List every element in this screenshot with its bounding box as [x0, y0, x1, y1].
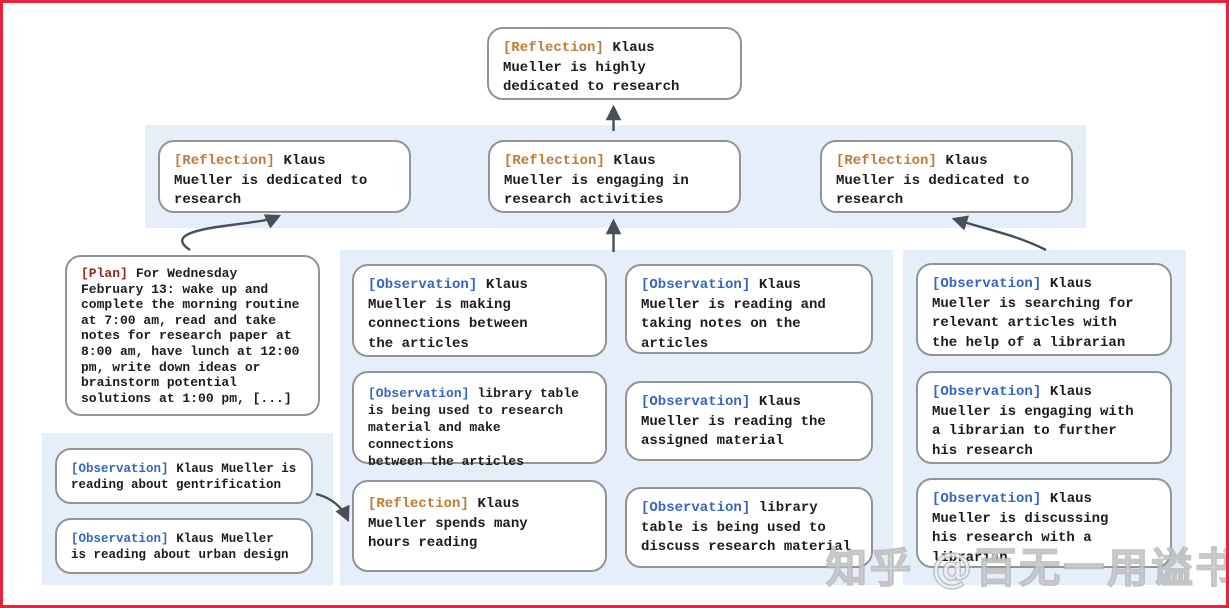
node-obs-librarian-discussing: [Observation]Klaus Mueller is discussing…	[916, 478, 1172, 568]
node-obs-searching-articles: [Observation]Klaus Mueller is searching …	[916, 263, 1172, 356]
observation-tag: [Observation]	[71, 462, 169, 476]
node-text: Klaus Mueller is searching for relevant …	[932, 276, 1134, 351]
node-text: Klaus Mueller spends many hours reading	[368, 496, 528, 552]
node-plan-wednesday: [Plan]For Wednesday February 13: wake up…	[65, 255, 320, 416]
node-text: Klaus Mueller is reading about gentrific…	[71, 462, 297, 493]
zhihu-watermark: 知乎 @百无一用谥书生	[825, 543, 1229, 593]
reflection-tag: [Reflection]	[368, 496, 469, 512]
node-text: Klaus Mueller is engaging with a librari…	[932, 384, 1134, 459]
node-text: Klaus Mueller is reading and taking note…	[641, 277, 826, 352]
node-obs-gentrification: [Observation]Klaus Mueller is reading ab…	[55, 448, 313, 504]
node-obs-table-discuss: [Observation]library table is being used…	[625, 487, 873, 568]
node-reflection-engaging: [Reflection]Klaus Mueller is engaging in…	[488, 140, 741, 213]
node-obs-librarian-engaging: [Observation]Klaus Mueller is engaging w…	[916, 371, 1172, 464]
node-text: Klaus Mueller is reading the assigned ma…	[641, 394, 826, 450]
node-obs-taking-notes: [Observation]Klaus Mueller is reading an…	[625, 264, 873, 354]
plan-tag: [Plan]	[81, 266, 128, 281]
node-text: Klaus Mueller is dedicated to research	[174, 153, 368, 209]
observation-tag: [Observation]	[641, 500, 751, 516]
node-text: Klaus Mueller is dedicated to research	[836, 153, 1030, 209]
node-reflection-dedicated-left: [Reflection]Klaus Mueller is dedicated t…	[158, 140, 411, 213]
observation-tag: [Observation]	[641, 277, 751, 293]
node-text: Klaus Mueller is making connections betw…	[368, 277, 528, 352]
node-text: Klaus Mueller is reading about urban des…	[71, 532, 289, 563]
node-reflection-hours-reading: [Reflection]Klaus Mueller spends many ho…	[352, 480, 607, 572]
reflection-tag: [Reflection]	[503, 40, 604, 56]
observation-tag: [Observation]	[71, 532, 169, 546]
node-text: Klaus Mueller is highly dedicated to res…	[503, 40, 680, 96]
reflection-tag: [Reflection]	[174, 153, 275, 169]
node-obs-table-research: [Observation]library table is being used…	[352, 371, 607, 469]
observation-tag: [Observation]	[368, 277, 478, 293]
node-text: library table is being used to research …	[368, 386, 579, 469]
node-obs-urban-design: [Observation]Klaus Mueller is reading ab…	[55, 518, 313, 574]
node-text: Klaus Mueller is discussing his research…	[932, 491, 1109, 566]
node-text: Klaus Mueller is engaging in research ac…	[504, 153, 689, 209]
observation-tag: [Observation]	[932, 384, 1042, 400]
reflection-tag: [Reflection]	[836, 153, 937, 169]
observation-tag: [Observation]	[932, 491, 1042, 507]
observation-tag: [Observation]	[932, 276, 1042, 292]
observation-tag: [Observation]	[641, 394, 751, 410]
observation-tag: [Observation]	[368, 386, 470, 401]
node-text: library table is being used to discuss r…	[641, 500, 852, 556]
node-root-reflection: [Reflection]Klaus Mueller is highly dedi…	[487, 27, 742, 100]
node-reflection-dedicated-right: [Reflection]Klaus Mueller is dedicated t…	[820, 140, 1073, 213]
node-text: For Wednesday February 13: wake up and c…	[81, 266, 300, 406]
node-obs-assigned-material: [Observation]Klaus Mueller is reading th…	[625, 381, 873, 461]
reflection-tag: [Reflection]	[504, 153, 605, 169]
node-obs-connections: [Observation]Klaus Mueller is making con…	[352, 264, 607, 357]
